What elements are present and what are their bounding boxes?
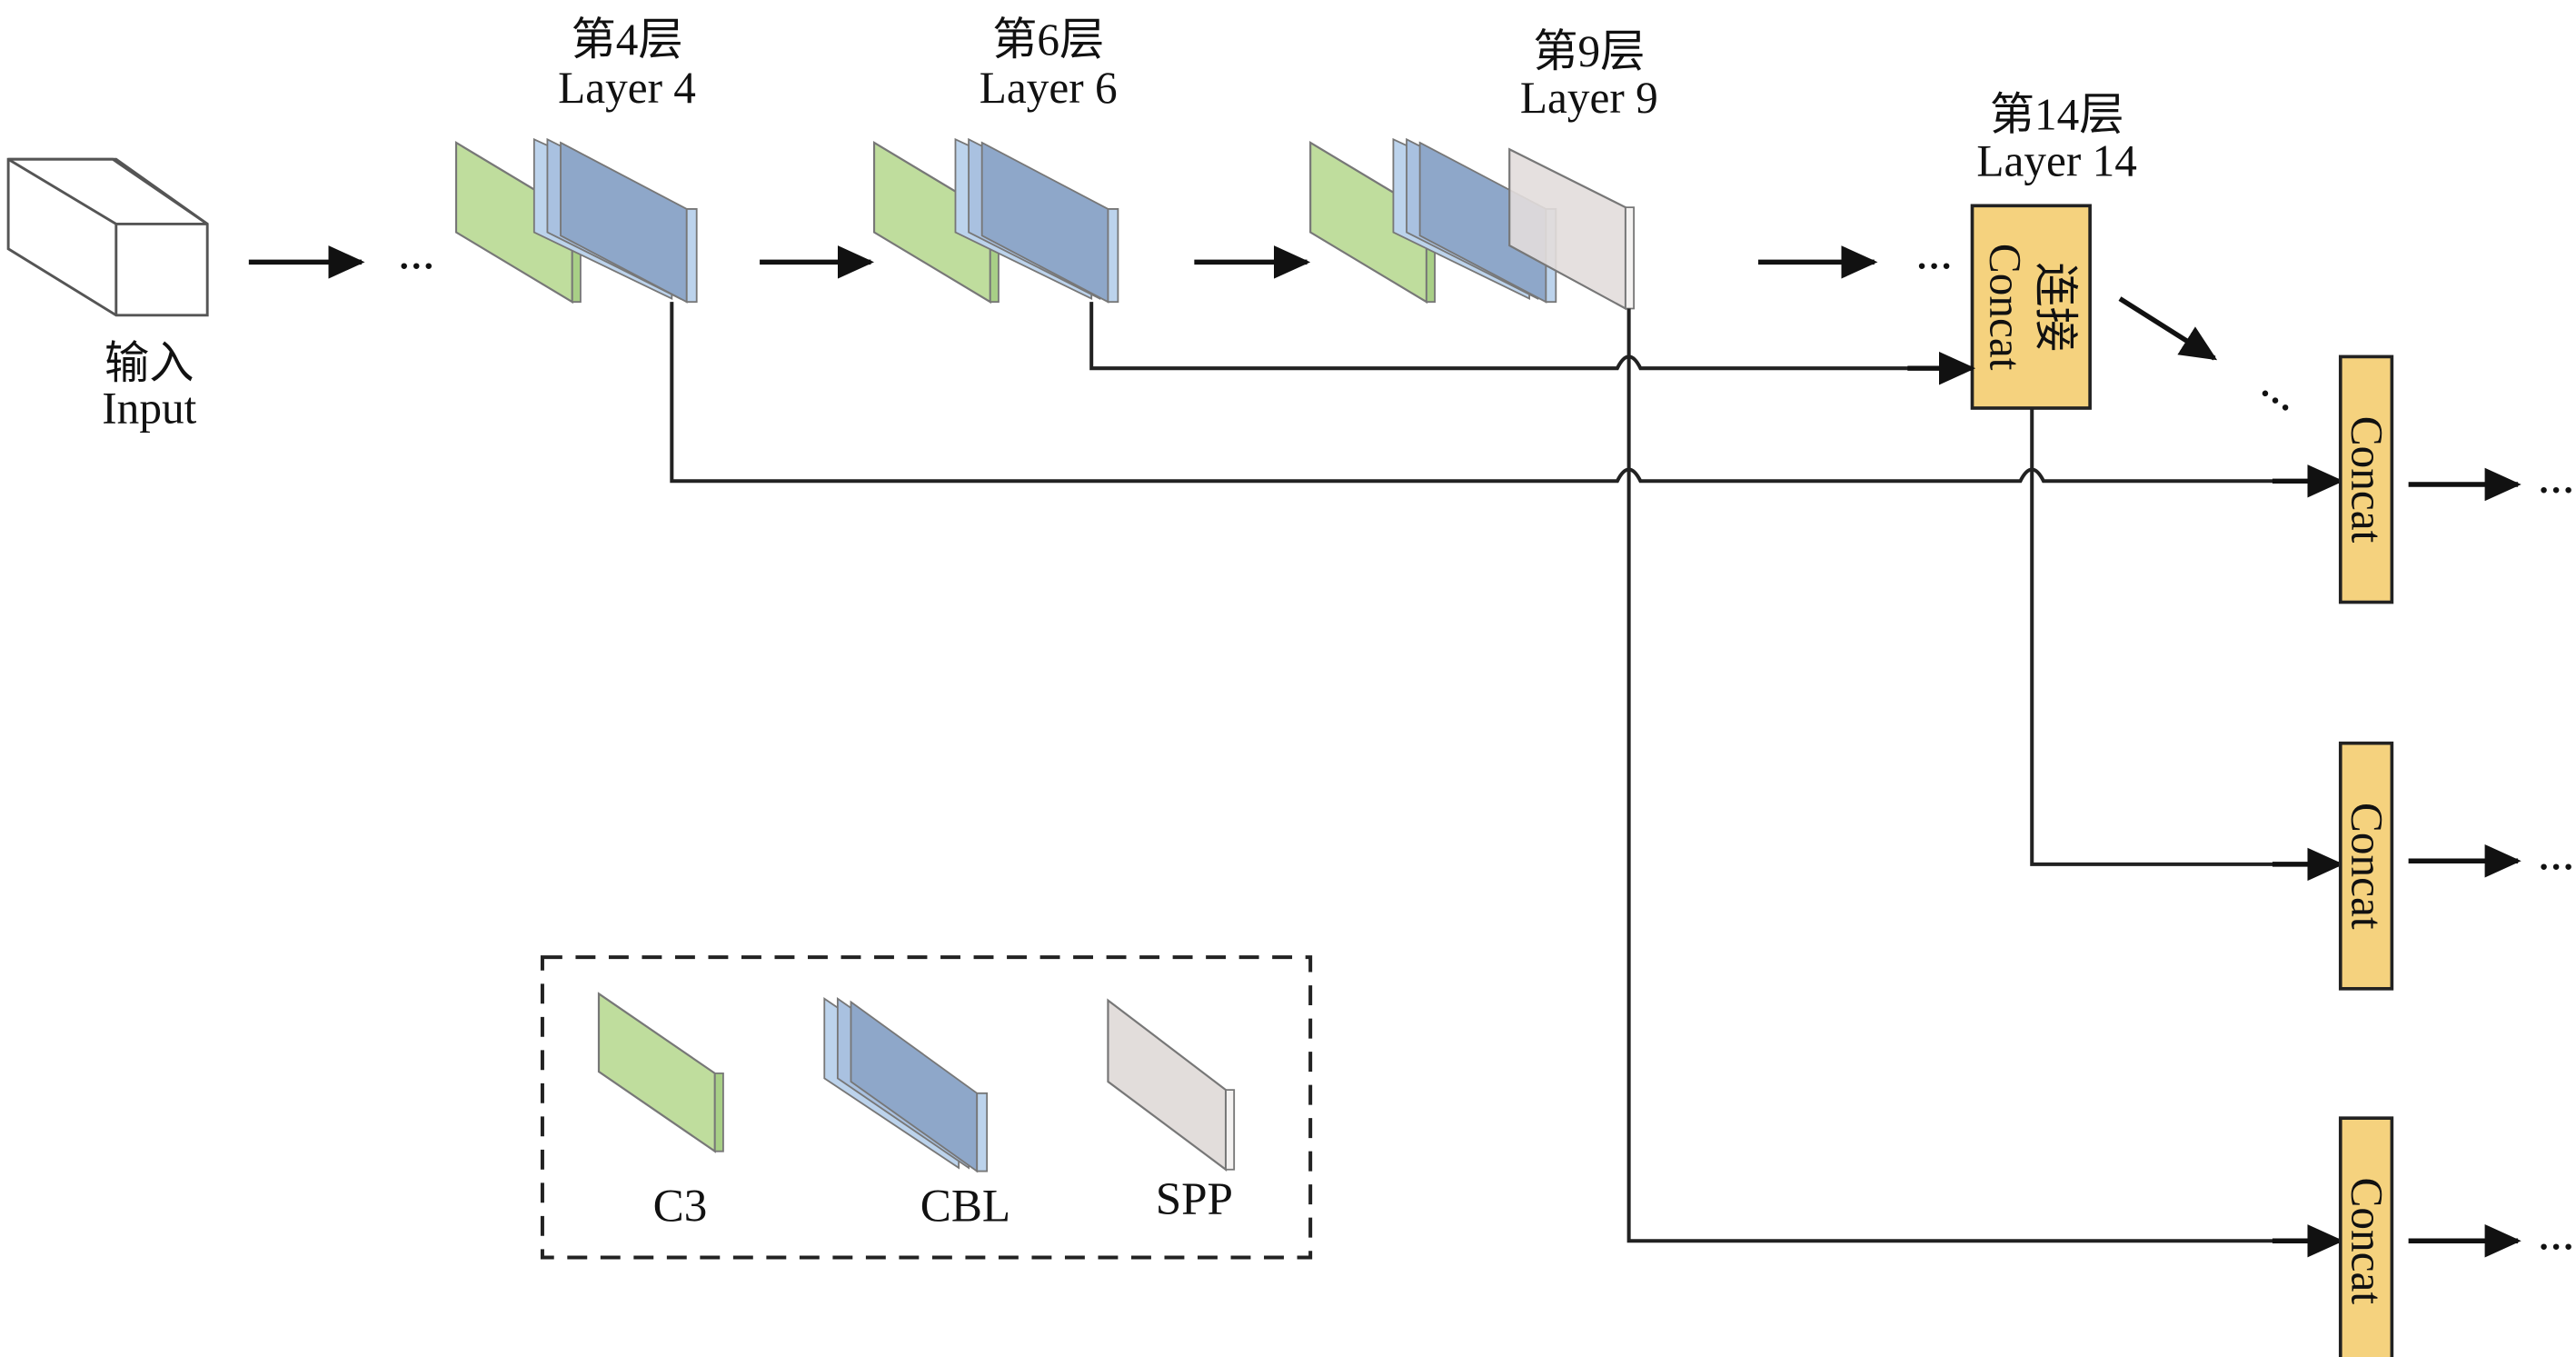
ellipsis: … [398, 236, 434, 277]
layer14-concat-cn: 连接 [2030, 262, 2080, 352]
legend-spp-swatch [1107, 998, 1236, 1172]
legend-c3-swatch [597, 992, 724, 1153]
input-label-en: Input [102, 383, 196, 433]
ellipsis: … [2538, 460, 2574, 501]
concat-3-label: Concat [2342, 1177, 2392, 1304]
concat-1-label: Concat [2342, 416, 2392, 544]
flow-arrow-diagonal [2118, 296, 2218, 361]
legend-spp-label: SPP [1156, 1173, 1233, 1225]
ellipsis: … [1915, 236, 1952, 277]
layer4-cbl-block [532, 137, 698, 304]
layer14-label-cn: 第14层 [1990, 89, 2124, 139]
concat-block-1: Concat [2338, 354, 2394, 604]
legend-cbl-swatch [823, 997, 989, 1173]
layer9-cbl-block [1392, 137, 1557, 304]
wire-layer14-to-concat2 [2030, 407, 2322, 866]
layer14-concat-en: Concat [1981, 244, 2031, 371]
concat-block-3: Concat [2338, 1116, 2394, 1357]
concat-2-label: Concat [2342, 803, 2392, 930]
legend: C3 CBL SPP [540, 955, 1313, 1260]
wire-layer9-to-concat3 [1626, 308, 2322, 1243]
layer4-label-cn: 第4层 [571, 15, 682, 65]
layer4-label-en: Layer 4 [558, 63, 696, 113]
wire-layer4-to-concat1 [670, 302, 2322, 484]
layer9-spp-block [1508, 147, 1636, 311]
ellipsis: … [2538, 1216, 2574, 1257]
input-label-cn: 输入 [104, 338, 194, 388]
layer9-label-en: Layer 9 [1520, 73, 1658, 123]
layer14-concat-block: 连接 Concat [1970, 204, 2092, 410]
layer14-label-en: Layer 14 [1976, 135, 2136, 185]
layer6-label-en: Layer 6 [980, 63, 1118, 113]
concat-block-2: Concat [2338, 741, 2394, 991]
ellipsis: … [2254, 365, 2308, 420]
layer6-label-cn: 第6层 [992, 15, 1104, 65]
layer6-cbl-block [954, 137, 1119, 304]
input-block [6, 157, 209, 317]
legend-cbl-label: CBL [920, 1180, 1010, 1232]
wire-layer6-to-layer14 [1089, 302, 1958, 371]
layer9-label-cn: 第9层 [1533, 26, 1645, 76]
ellipsis: … [2538, 836, 2574, 877]
legend-c3-label: C3 [653, 1180, 708, 1232]
